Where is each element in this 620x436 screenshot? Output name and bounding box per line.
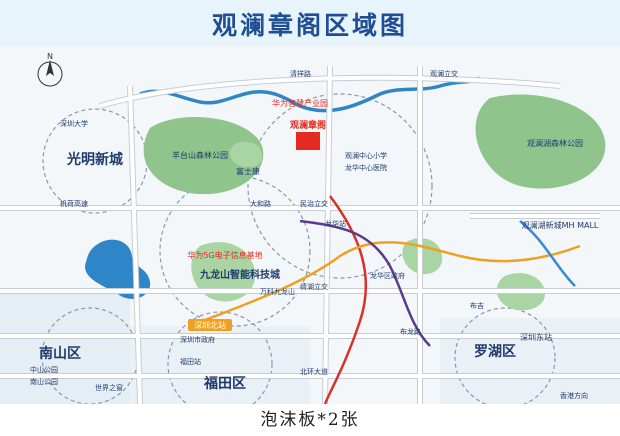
poi-longhua-gov: 龙华区政府 (370, 271, 405, 280)
poi-sz-gov: 深圳市政府 (180, 335, 215, 344)
station-shenzhen-north: 深圳北站 (194, 320, 226, 330)
metro-red-line (323, 195, 368, 405)
page-title: 观澜章阁区域图 (211, 11, 408, 40)
road-label-7: 香港方向 (560, 391, 588, 400)
futian-ring (167, 311, 273, 417)
dashuikeng-park (475, 94, 606, 189)
road-label-8: 观澜立交 (430, 69, 458, 78)
guanlan-river (139, 76, 481, 113)
poi-school: 观澜中心小学 (345, 151, 387, 160)
district-guangming: 光明新城 (66, 151, 123, 168)
project-marker (296, 132, 320, 150)
station-badge-north (188, 319, 232, 331)
header-band: 观澜章阁区域图 (0, 0, 620, 46)
fushi-park (229, 141, 262, 168)
metro-purple-line (299, 219, 431, 347)
metro-orange-line (189, 241, 581, 328)
roads (0, 65, 620, 405)
nanshan-zone (0, 291, 130, 404)
park-fushi-label: 富士康 (236, 166, 260, 176)
compass-icon: N (37, 52, 63, 87)
district-luohu: 罗湖区 (474, 344, 516, 360)
project-label: 观澜章阁 (290, 119, 326, 131)
luohu-zone (440, 318, 620, 404)
guanlan-ring (247, 93, 433, 279)
metro-blue-line (519, 220, 576, 287)
park-dashuikeng-label: 观澜湖森林公园 (527, 138, 583, 148)
road-label-1: 大和路 (250, 199, 271, 208)
left-park (143, 116, 264, 195)
district-nanshan: 南山区 (39, 345, 81, 362)
poi-buji: 布吉 (470, 301, 484, 310)
caption: 泡沫板*2张 (0, 404, 620, 436)
station-longhua: 龙华站 (325, 219, 346, 228)
park-left-label: 羊台山森林公园 (172, 150, 228, 160)
district-jiulong: 九龙山智能科技城 (199, 268, 280, 281)
road-label-2: 民治立交 (300, 199, 328, 208)
poi-huawei-5g: 华为5G电子信息基地 (187, 250, 262, 260)
poi-hospital: 龙华中心医院 (345, 163, 387, 172)
poi-szu: 深圳大学 (60, 119, 88, 128)
road-label-6: 北环大道 (300, 367, 328, 376)
poi-vanke: 万科九龙山 (260, 287, 295, 296)
poi-mall-label: 观澜湖新城MH MALL (522, 220, 599, 230)
station-shenzhen-east: 深圳东站 (520, 332, 552, 342)
poi-window: 世界之窗 (95, 383, 123, 392)
road-label-5: 布龙路 (400, 327, 421, 336)
map-canvas: 观澜章阁 华为智慧产业园 华为5G电子信息基地 N 光明新城 南山区 福田区 罗… (0, 52, 620, 417)
poi-huawei-park: 华为智慧产业园 (272, 98, 328, 108)
poi-futian-station: 福田站 (180, 357, 201, 366)
road-label-4: 清湖立交 (300, 282, 328, 291)
poi-zhongshan-park: 中山公园 (30, 365, 58, 374)
jiulong-park (191, 242, 256, 302)
area-map: 观澜章阁 华为智慧产业园 华为5G电子信息基地 N 光明新城 南山区 福田区 罗… (0, 46, 620, 417)
poi-nanshan-park: 南山公园 (30, 377, 58, 386)
district-futian: 福田区 (203, 375, 246, 392)
compass-north-label: N (47, 52, 53, 61)
road-label-3: 机荷高速 (60, 199, 88, 208)
road-label-9: 清祥路 (290, 69, 311, 78)
